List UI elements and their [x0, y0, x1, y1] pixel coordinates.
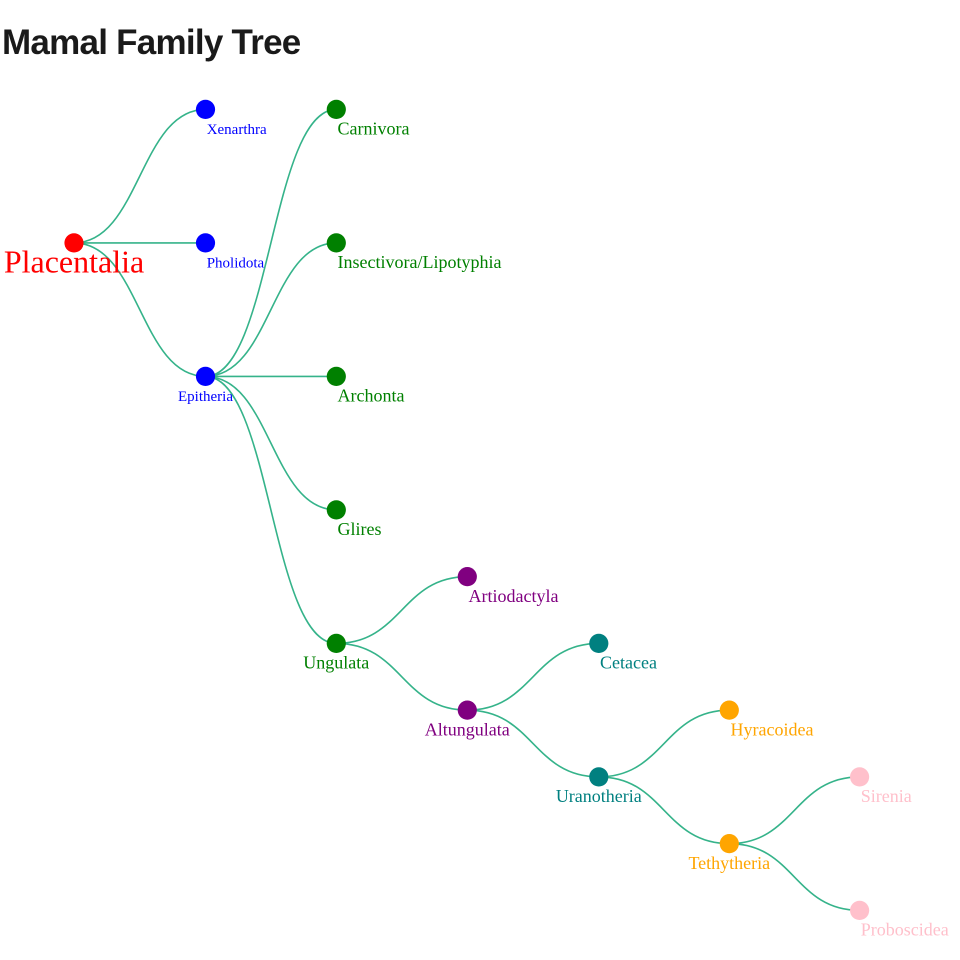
node-sirenia — [850, 767, 870, 787]
label-ungulata: Ungulata — [303, 653, 369, 673]
nodes-layer — [64, 99, 870, 921]
node-archonta — [326, 366, 346, 386]
node-epitheria — [195, 366, 216, 386]
label-placentalia: Placentalia — [4, 244, 144, 280]
node-tethytheria — [719, 834, 739, 854]
label-artiodactyla: Artiodactyla — [469, 586, 559, 606]
label-cetacea: Cetacea — [600, 653, 657, 673]
node-artiodactyla — [457, 567, 477, 587]
node-insectivora — [326, 233, 346, 253]
node-cetacea — [589, 633, 609, 654]
label-uranotheria: Uranotheria — [556, 786, 642, 806]
node-proboscidea — [850, 900, 870, 921]
label-archonta: Archonta — [338, 386, 405, 406]
node-pholidota — [195, 233, 216, 253]
label-carnivora: Carnivora — [338, 119, 410, 139]
edge-ungulata-altungulata — [336, 642, 468, 711]
edge-placentalia-xenarthra — [73, 108, 206, 244]
edge-ungulata-artiodactyla — [336, 575, 468, 645]
edge-epitheria-carnivora — [205, 108, 337, 378]
node-ungulata — [326, 633, 346, 654]
label-sirenia: Sirenia — [861, 786, 912, 806]
node-xenarthra — [195, 99, 216, 119]
label-hyracoidea: Hyracoidea — [731, 719, 814, 739]
edge-altungulata-uranotheria — [467, 709, 599, 778]
node-carnivora — [326, 99, 346, 119]
label-glires: Glires — [338, 519, 382, 539]
node-hyracoidea — [719, 700, 739, 720]
node-uranotheria — [589, 767, 609, 787]
label-pholidota: Pholidota — [207, 256, 265, 272]
node-placentalia — [64, 233, 84, 253]
edge-tethytheria-proboscidea — [729, 842, 860, 912]
edge-uranotheria-hyracoidea — [598, 709, 730, 778]
edge-altungulata-cetacea — [467, 642, 599, 711]
label-altungulata: Altungulata — [425, 719, 510, 739]
chart-title: Mamal Family Tree — [2, 23, 301, 62]
node-glires — [326, 500, 346, 520]
edge-placentalia-epitheria — [73, 242, 206, 378]
label-epitheria: Epitheria — [178, 389, 233, 405]
edges-layer — [73, 108, 860, 912]
edge-tethytheria-sirenia — [729, 776, 860, 845]
edge-uranotheria-tethytheria — [598, 776, 730, 845]
edge-epitheria-glires — [205, 375, 337, 511]
label-proboscidea: Proboscidea — [861, 920, 949, 940]
label-xenarthra: Xenarthra — [207, 122, 267, 138]
node-altungulata — [457, 700, 477, 720]
edge-epitheria-insectivora — [205, 242, 337, 378]
label-insectivora: Insectivora/Lipotyphia — [338, 252, 502, 272]
label-tethytheria: Tethytheria — [688, 853, 770, 873]
edge-epitheria-ungulata — [205, 375, 337, 645]
